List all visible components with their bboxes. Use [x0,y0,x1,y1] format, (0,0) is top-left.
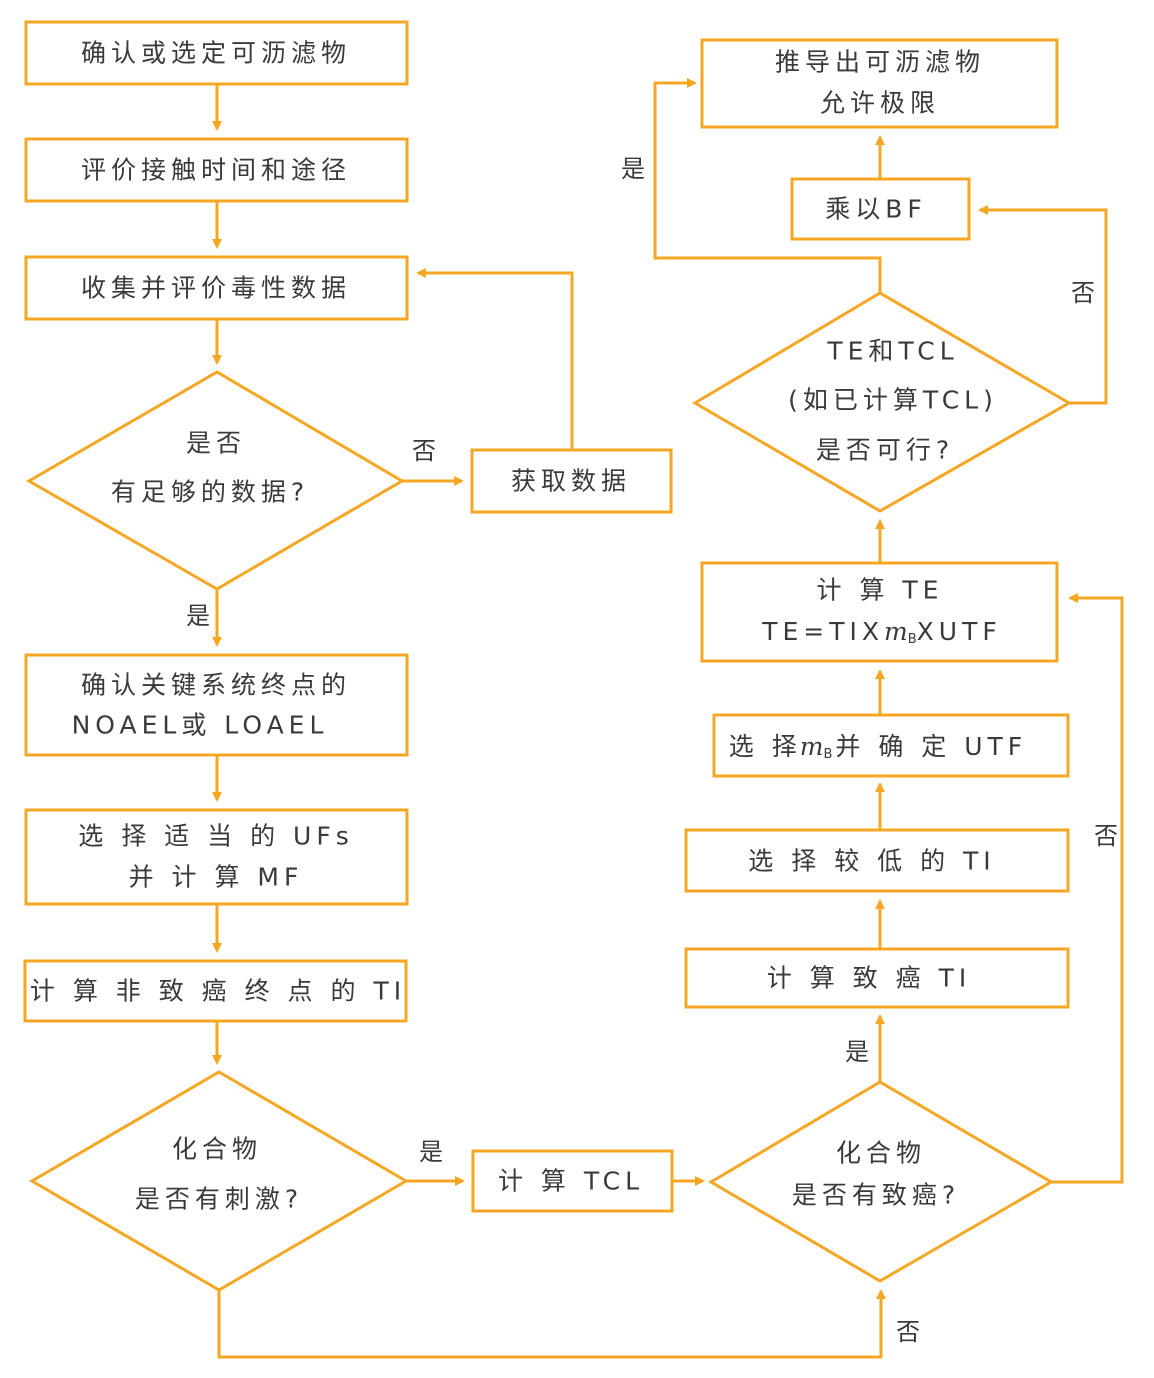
arrow-carcinogen-no-to-te [1051,593,1124,1184]
select-mb-m: m [800,732,824,761]
box-critical-endpoint: 确认关键系统终点的 NOAEL或 LOAEL [24,653,409,757]
decision-carcinogen-line1: 化合物 [836,1139,926,1168]
box-obtain-data: 获取数据 [470,448,673,514]
label-no-feasible: 否 [1071,279,1095,307]
calc-te-formula-part2: XUTF [917,617,1002,646]
box-calc-tcl: 计 算 TCL [471,1149,674,1213]
arrow-feasible-no-to-bf [978,205,1108,405]
box-select-ufs-line1: 选 择 适 当 的 UFs [78,822,353,851]
box-collect-tox: 收集并评价毒性数据 [24,255,409,321]
label-yes-carcinogen: 是 [845,1038,869,1066]
box-eval-contact-text: 评价接触时间和途径 [81,156,351,185]
decision-feasible-line3: 是否可行? [816,436,954,465]
decision-feasible-line2: (如已计算TCL) [788,386,998,415]
decision-enough-data-line1: 是否 [186,429,246,458]
label-no-obtain: 否 [412,437,436,465]
box-derive-limit: 推导出可沥滤物 允许极限 [700,38,1059,129]
decision-enough-data-line2: 有足够的数据? [111,478,309,507]
label-yes-irritant: 是 [419,1138,443,1166]
calc-te-formula-m: m [884,617,908,646]
select-mb-part1: 选 择 [729,732,802,761]
box-calc-te-line1: 计 算 TE [817,576,944,605]
arrow-irritant-no-to-carcinogen [217,1289,886,1359]
arrow-feasible-yes-to-limit [653,78,882,293]
decision-carcinogen-line2: 是否有致癌? [792,1181,960,1210]
box-select-lower-ti: 选 择 较 低 的 TI [684,828,1070,893]
box-select-ufs-line2: 并 计 算 MF [129,863,304,892]
connectors [212,78,1124,1359]
decision-irritant-line1: 化合物 [172,1135,262,1164]
edge-labels: 否 是 是 否 是 否 是 否 [186,155,1118,1346]
box-multiply-bf: 乘以BF [790,177,971,241]
box-calc-carc-ti: 计 算 致 癌 TI [684,947,1070,1009]
arrow-obtain-to-collect [416,268,574,450]
box-eval-contact: 评价接触时间和途径 [24,137,409,203]
box-calc-noncarc-ti: 计 算 非 致 癌 终 点 的 TI [23,959,408,1023]
decision-irritant-line2: 是否有刺激? [135,1185,303,1214]
box-multiply-bf-text: 乘以BF [825,195,927,224]
box-calc-noncarc-ti-text: 计 算 非 致 癌 终 点 的 TI [30,977,406,1006]
calc-te-formula-subscript: B [908,632,917,647]
box-calc-tcl-text: 计 算 TCL [498,1167,644,1196]
calc-te-formula-part1: TE=TIX [761,617,884,646]
decision-feasible-line1: TE和TCL [826,337,958,366]
select-mb-part2: 并 确 定 UTF [835,732,1027,761]
label-no-carcinogen: 否 [1094,822,1118,850]
box-select-lower-ti-text: 选 择 较 低 的 TI [748,847,995,876]
box-confirm-leachables-text: 确认或选定可沥滤物 [81,39,351,68]
box-critical-endpoint-line2: NOAEL或 LOAEL [72,711,329,740]
box-derive-limit-line1: 推导出可沥滤物 [775,48,985,77]
select-mb-subscript: B [823,747,832,762]
decision-enough-data: 是否 有足够的数据? [25,370,405,591]
box-calc-te: 计 算 TE TE=TIXmBXUTF [700,561,1059,663]
decision-feasible: TE和TCL (如已计算TCL) 是否可行? [692,291,1073,513]
box-obtain-data-text: 获取数据 [511,467,631,496]
box-derive-limit-line2: 允许极限 [820,89,940,118]
decision-irritant: 化合物 是否有刺激? [29,1070,409,1292]
box-confirm-leachables: 确认或选定可沥滤物 [24,20,409,86]
box-collect-tox-text: 收集并评价毒性数据 [81,274,351,303]
decision-carcinogen: 化合物 是否有致癌? [708,1080,1054,1283]
box-select-ufs: 选 择 适 当 的 UFs 并 计 算 MF [24,808,409,906]
box-calc-carc-ti-text: 计 算 致 癌 TI [767,964,971,993]
label-yes-feasible: 是 [621,155,645,183]
label-no-irritant: 否 [896,1318,920,1346]
box-critical-endpoint-line1: 确认关键系统终点的 [81,671,351,700]
box-calc-te-line2: TE=TIXmBXUTF [761,617,1002,647]
label-yes-data: 是 [186,602,210,630]
